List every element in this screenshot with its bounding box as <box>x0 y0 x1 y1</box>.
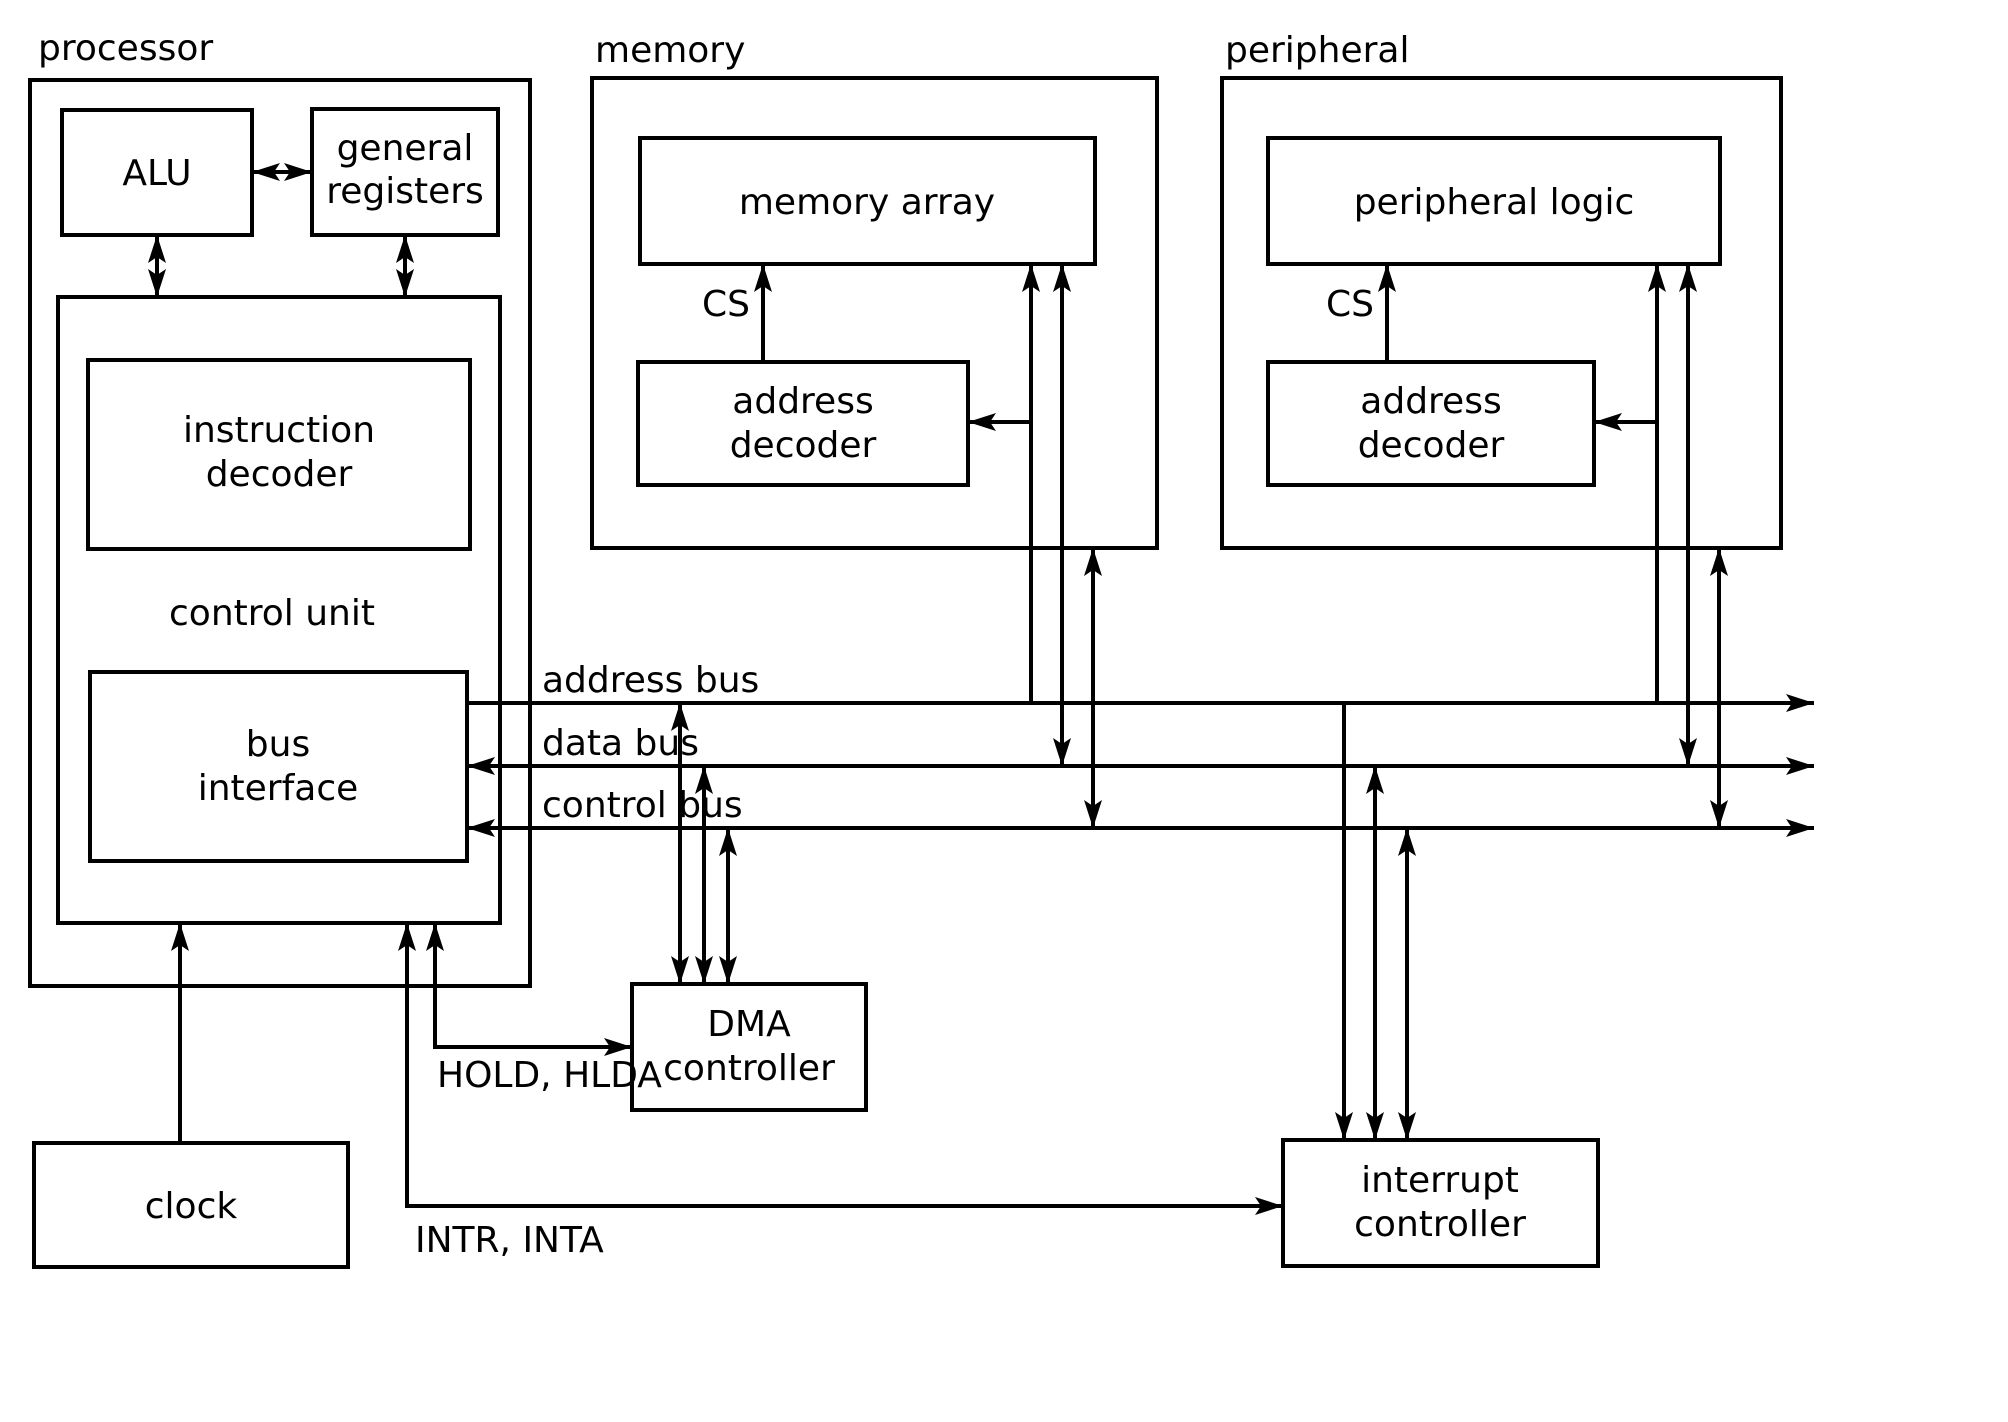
dma-label-line2: controller <box>663 1048 835 1089</box>
instruction-decoder-label-line1: instruction <box>183 410 375 451</box>
interrupt-label-line1: interrupt <box>1361 1160 1519 1201</box>
control-unit-label: control unit <box>169 593 375 634</box>
processor-box <box>28 78 532 988</box>
clock-label: clock <box>145 1186 238 1227</box>
peripheral-logic-box <box>1266 136 1722 266</box>
peripheral-section-label: peripheral <box>1225 30 1409 71</box>
processor-section-label: processor <box>38 28 213 69</box>
memory-decoder-label-line2: decoder <box>730 425 877 466</box>
control-bus-label: control bus <box>542 785 743 826</box>
address-bus-label: address bus <box>542 660 759 701</box>
dma-label-line1: DMA <box>707 1004 791 1045</box>
general-registers-label-line1: general <box>337 128 474 169</box>
memory-decoder-label-line1: address <box>732 381 873 422</box>
data-bus-label: data bus <box>542 723 699 764</box>
alu-label: ALU <box>122 153 191 194</box>
bus-interface-box <box>88 670 469 863</box>
hold-hlda-label: HOLD, HLDA <box>437 1055 662 1096</box>
intr-inta-wire <box>398 923 1283 1215</box>
instruction-decoder-box <box>86 358 472 551</box>
memory-cs-label: CS <box>702 284 750 325</box>
memory-array-label: memory array <box>739 182 995 223</box>
memory-section-label: memory <box>595 30 745 71</box>
clock-box <box>32 1141 350 1269</box>
interrupt-label-line2: controller <box>1354 1204 1526 1245</box>
memory-box <box>590 76 1159 550</box>
instruction-decoder-label-line2: decoder <box>206 454 353 495</box>
peripheral-cs-label: CS <box>1326 284 1374 325</box>
peripheral-decoder-label-line2: decoder <box>1358 425 1505 466</box>
general-registers-label-line2: registers <box>326 171 484 212</box>
control-unit-box <box>56 295 502 925</box>
bus-interface-label-line2: interface <box>198 768 359 809</box>
peripheral-decoder-label-line1: address <box>1360 381 1501 422</box>
dma-controller-box <box>630 982 868 1112</box>
intr-inta-label: INTR, INTA <box>415 1220 604 1261</box>
peripheral-logic-label: peripheral logic <box>1354 182 1635 223</box>
memory-array-box <box>638 136 1097 266</box>
peripheral-box <box>1220 76 1783 550</box>
interrupt-controller-box <box>1281 1138 1600 1268</box>
bus-interface-label-line1: bus <box>246 724 310 765</box>
